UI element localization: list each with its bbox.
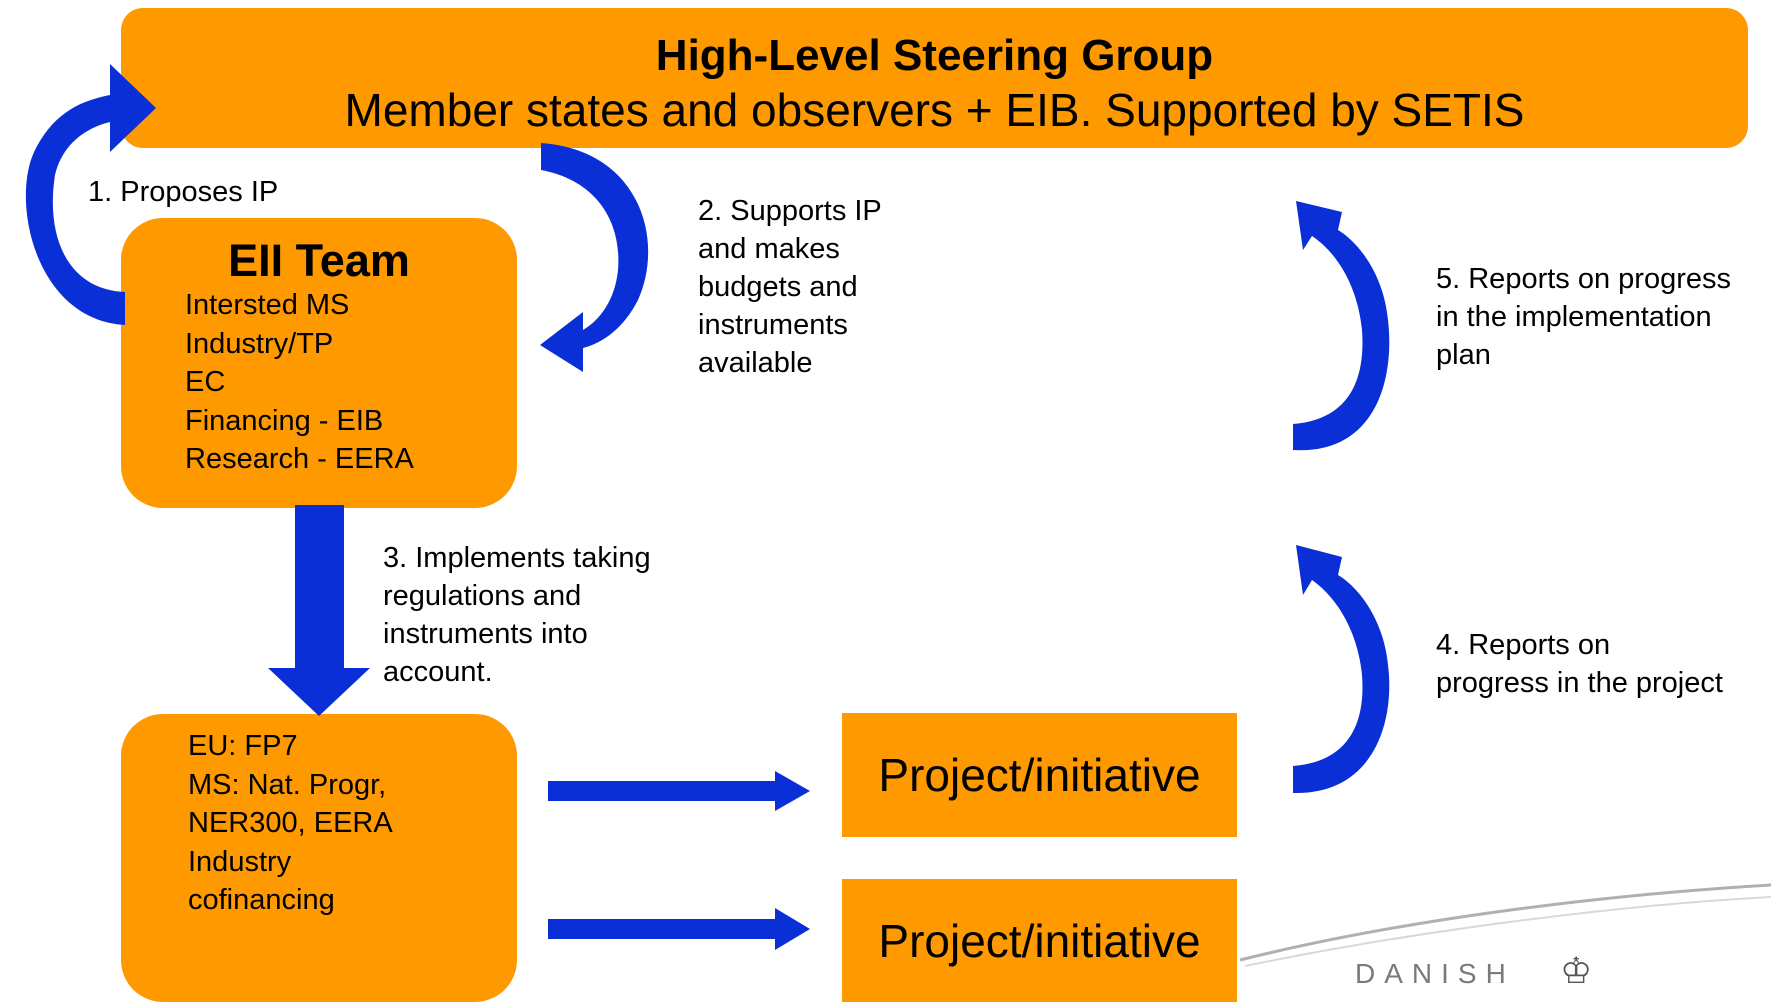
label-line: plan xyxy=(1436,339,1491,371)
project-box-2: Project/initiative xyxy=(842,879,1237,1002)
project-box-1: Project/initiative xyxy=(842,713,1237,837)
steering-group-title: High-Level Steering Group xyxy=(655,31,1214,80)
right-arrow-project-1 xyxy=(548,771,810,811)
eii-member: Financing - EIB xyxy=(185,404,384,437)
steering-group-box: High-Level Steering Group Member states … xyxy=(121,8,1748,148)
curved-arrow-proposes xyxy=(25,64,156,325)
label-line: 3. Implements taking xyxy=(383,542,651,574)
right-arrow-project-2 xyxy=(548,908,810,950)
label-line: available xyxy=(698,347,813,379)
label-line: and makes xyxy=(698,233,840,265)
funding-line: MS: Nat. Progr, xyxy=(188,768,387,801)
label-line: regulations and xyxy=(383,580,582,612)
eii-member: Industry/TP xyxy=(185,327,334,360)
down-arrow-implements xyxy=(268,505,370,716)
curved-arrow-supports xyxy=(540,143,649,372)
eii-team-title: EII Team xyxy=(228,235,410,286)
label-step-1: 1. Proposes IP xyxy=(88,173,278,211)
label-line: 5. Reports on progress xyxy=(1436,263,1731,295)
label-line: budgets and xyxy=(698,271,858,303)
eii-member: Research - EERA xyxy=(185,443,414,475)
label-line: account. xyxy=(383,656,493,688)
funding-line: NER300, EERA xyxy=(188,807,393,839)
label-line: 1. Proposes IP xyxy=(88,176,279,208)
steering-group-subtitle: Member states and observers + EIB. Suppo… xyxy=(344,84,1525,136)
eii-member: EC xyxy=(185,366,226,398)
label-step-5: 5. Reports on progress in the implementa… xyxy=(1436,260,1731,374)
eii-team-box: EII Team Intersted MS Industry/TP EC Fin… xyxy=(121,218,517,508)
logo-swoosh-2 xyxy=(1244,896,1771,967)
label-line: 4. Reports on xyxy=(1436,629,1611,661)
funding-line: EU: FP7 xyxy=(188,730,298,762)
label-step-3: 3. Implements taking regulations and ins… xyxy=(383,539,651,691)
eii-team-members: Intersted MS Industry/TP EC Financing - … xyxy=(185,286,517,479)
funding-box: EU: FP7 MS: Nat. Progr, NER300, EERA Ind… xyxy=(121,714,517,1002)
crown-icon: ♔ xyxy=(1560,950,1593,991)
curved-arrow-reports-plan xyxy=(1293,201,1390,451)
curved-arrow-reports-project xyxy=(1293,545,1390,794)
logo-swoosh xyxy=(1239,883,1771,962)
funding-list: EU: FP7 MS: Nat. Progr, NER300, EERA Ind… xyxy=(188,727,517,920)
funding-line: Industry xyxy=(188,845,292,878)
eii-member: Intersted MS xyxy=(185,289,350,321)
label-line: instruments xyxy=(698,309,848,341)
label-step-2: 2. Supports IP and makes budgets and ins… xyxy=(698,192,882,382)
funding-line: cofinancing xyxy=(188,884,335,916)
label-line: progress in the project xyxy=(1436,667,1723,699)
label-line: 2. Supports IP xyxy=(698,195,882,227)
label-line: instruments into xyxy=(383,618,588,650)
label-step-4: 4. Reports on progress in the project xyxy=(1436,626,1723,702)
label-line: in the implementation xyxy=(1436,301,1712,333)
logo-text: DANISH xyxy=(1355,958,1515,989)
